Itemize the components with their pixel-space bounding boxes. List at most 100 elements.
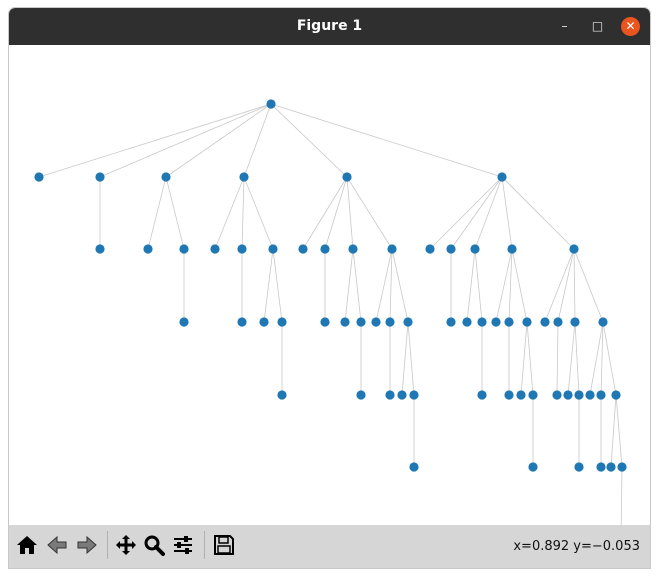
tree-node: [425, 244, 435, 254]
maximize-button[interactable]: □: [591, 19, 604, 33]
tree-node: [477, 390, 487, 400]
tree-edge: [474, 176, 503, 250]
tree-node: [569, 244, 579, 254]
tree-edge: [38, 103, 272, 178]
tree-edge: [241, 176, 245, 250]
tree-edge: [407, 321, 415, 396]
close-button[interactable]: ✕: [621, 17, 640, 36]
tree-node: [403, 317, 413, 327]
tree-node: [477, 317, 487, 327]
tree-node: [237, 244, 247, 254]
tree-edge: [165, 176, 185, 250]
tree-node: [563, 390, 573, 400]
tree-node: [446, 244, 456, 254]
tree-edge: [389, 248, 393, 323]
tree-node: [574, 390, 584, 400]
tree-node: [385, 390, 395, 400]
tree-node: [528, 462, 538, 472]
tree-edge: [501, 176, 513, 250]
tree-node: [34, 172, 44, 182]
tree-node: [371, 317, 381, 327]
save-button[interactable]: [211, 532, 237, 558]
tree-node: [606, 462, 616, 472]
navigation-toolbar: x=0.892 y=−0.053: [9, 525, 650, 568]
tree-node: [574, 462, 584, 472]
tree-edge: [344, 248, 354, 323]
toolbar-separator: [204, 531, 205, 559]
tree-edge: [270, 103, 348, 178]
tree-edge: [600, 321, 604, 396]
tree-edge: [573, 248, 576, 323]
tree-edge: [511, 248, 528, 323]
magnifier-icon: [144, 535, 165, 556]
tree-node: [611, 390, 621, 400]
tree-edge: [165, 103, 272, 178]
tree-node: [470, 244, 480, 254]
tree-node: [266, 99, 276, 109]
tree-node: [95, 172, 105, 182]
tree-edge: [474, 248, 483, 323]
tree-node: [237, 317, 247, 327]
tree-edge: [466, 248, 476, 323]
tree-edge: [501, 176, 575, 250]
tree-node: [239, 172, 249, 182]
tree-edge: [602, 321, 617, 396]
tree-edge: [243, 176, 274, 250]
tree-node: [497, 172, 507, 182]
tree-edge: [99, 103, 272, 178]
sliders-icon: [174, 536, 192, 554]
tree-node: [356, 317, 366, 327]
tree-edge: [346, 176, 354, 250]
tree-node: [491, 317, 501, 327]
minimize-button[interactable]: –: [561, 19, 568, 33]
tree-edge: [375, 248, 393, 323]
tree-node: [268, 244, 278, 254]
tree-edge: [495, 248, 513, 323]
tree-edge: [544, 248, 575, 323]
tree-edge: [324, 176, 348, 250]
nodes-group: [34, 99, 627, 472]
cursor-coordinates: x=0.892 y=−0.053: [513, 539, 640, 554]
title-bar[interactable]: Figure 1 – □ ✕: [9, 8, 650, 45]
tree-node: [528, 390, 538, 400]
plot-canvas[interactable]: [9, 45, 650, 525]
tree-edge: [556, 321, 559, 396]
tree-node: [462, 317, 472, 327]
zoom-button[interactable]: [141, 532, 167, 558]
pan-button[interactable]: [113, 532, 139, 558]
tree-node: [598, 317, 608, 327]
tree-edge: [243, 103, 272, 178]
forward-button[interactable]: [74, 532, 100, 558]
tree-node: [553, 317, 563, 327]
tree-edge: [270, 103, 503, 178]
tree-edge: [620, 466, 623, 525]
floppy-disk-icon: [214, 535, 234, 555]
configure-subplots-button[interactable]: [170, 532, 196, 558]
tree-node: [617, 462, 627, 472]
window-title: Figure 1: [296, 18, 363, 34]
tree-node: [259, 317, 269, 327]
arrow-left-icon: [47, 535, 67, 555]
home-button[interactable]: [14, 532, 40, 558]
edges-group: [38, 103, 623, 525]
tree-node: [348, 244, 358, 254]
back-button[interactable]: [44, 532, 70, 558]
tree-node: [540, 317, 550, 327]
tree-edge: [147, 176, 167, 250]
tree-node: [161, 172, 171, 182]
tree-node: [320, 244, 330, 254]
tree-node: [179, 317, 189, 327]
tree-node: [409, 462, 419, 472]
tree-edge: [508, 248, 513, 323]
tree-graph: [34, 99, 627, 525]
figure-window: Figure 1 – □ ✕: [9, 8, 650, 568]
tree-edge: [526, 321, 534, 396]
tree-edge: [610, 394, 617, 468]
tree-edge: [450, 176, 503, 250]
tree-edge: [573, 248, 604, 323]
tree-edge: [557, 248, 575, 323]
tree-edge: [263, 248, 274, 323]
tree-node: [446, 317, 456, 327]
tree-node: [277, 317, 287, 327]
tree-node: [507, 244, 517, 254]
